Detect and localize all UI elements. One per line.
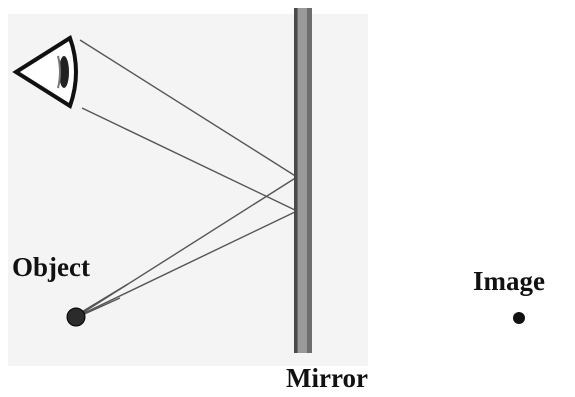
image-point: [513, 312, 525, 324]
eye-outline: [12, 34, 78, 110]
incident-ray-detail-1: [79, 283, 129, 314]
eye-lid-highlight: [57, 55, 61, 89]
light-rays: [75, 39, 298, 318]
reflected-ray-upper: [79, 39, 298, 178]
eye-pupil: [59, 56, 69, 88]
reflected-ray-lower: [81, 107, 298, 212]
mirror-surface: [298, 8, 307, 353]
object-label: Object: [12, 252, 90, 282]
eye-icon: [12, 34, 78, 110]
mirror-edge: [294, 8, 297, 353]
object-point: [66, 307, 86, 327]
image-label: Image: [473, 266, 545, 296]
mirror-label: Mirror: [286, 363, 368, 393]
plane-mirror: [294, 8, 312, 353]
incident-ray-lower: [75, 210, 298, 318]
incident-ray-detail-2: [79, 297, 121, 317]
